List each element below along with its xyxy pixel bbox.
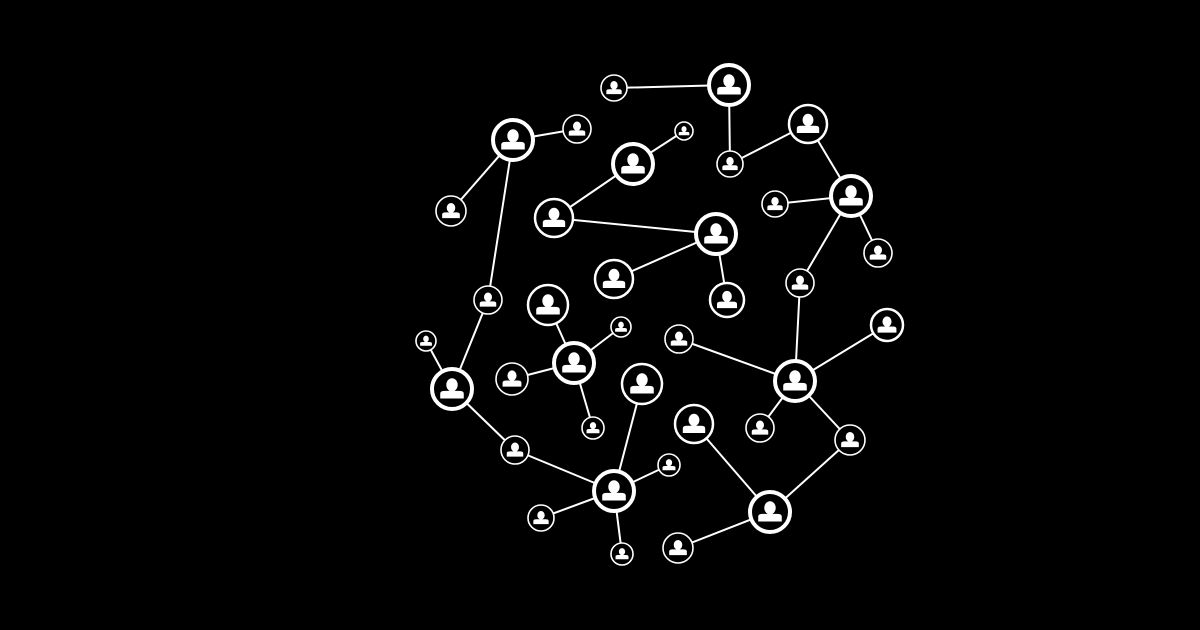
user-node <box>581 416 605 440</box>
user-node <box>745 413 775 443</box>
user-node <box>473 285 503 315</box>
user-node <box>500 435 530 465</box>
user-avatar-icon <box>602 268 626 289</box>
user-avatar-icon <box>442 202 460 219</box>
user-avatar-icon <box>602 480 626 501</box>
user-avatar-icon <box>767 197 783 211</box>
user-node <box>526 283 570 327</box>
user-node <box>707 63 751 107</box>
user-avatar-icon <box>536 294 560 315</box>
user-node <box>533 197 575 239</box>
user-node <box>863 238 893 268</box>
user-node <box>785 268 815 298</box>
user-node <box>787 103 829 145</box>
user-node <box>495 362 529 396</box>
user-node <box>694 212 738 256</box>
user-node <box>773 359 817 403</box>
user-avatar-icon <box>783 370 807 391</box>
network-edge <box>487 139 514 301</box>
user-avatar-icon <box>877 316 897 333</box>
user-avatar-icon <box>717 74 741 95</box>
user-node <box>593 258 635 300</box>
user-avatar-icon <box>615 321 627 332</box>
network-edge <box>553 217 717 235</box>
user-avatar-icon <box>670 331 688 346</box>
user-node <box>611 142 655 186</box>
user-avatar-icon <box>869 245 887 260</box>
user-node <box>562 114 592 144</box>
user-avatar-icon <box>606 81 622 95</box>
user-avatar-icon <box>669 539 687 556</box>
user-node <box>620 362 664 406</box>
network-edges <box>425 84 888 555</box>
user-avatar-icon <box>533 511 549 525</box>
user-node <box>673 403 715 445</box>
user-avatar-icon <box>722 157 738 171</box>
user-node <box>491 118 535 162</box>
user-avatar-icon <box>479 292 497 307</box>
user-avatar-icon <box>839 185 863 206</box>
user-avatar-icon <box>562 352 586 373</box>
user-avatar-icon <box>621 153 645 174</box>
user-node <box>430 367 474 411</box>
network-nodes <box>415 63 905 566</box>
user-node <box>610 542 634 566</box>
user-avatar-icon <box>704 223 728 244</box>
user-avatar-icon <box>586 422 600 434</box>
user-node <box>829 174 873 218</box>
user-avatar-icon <box>440 378 464 399</box>
user-node <box>869 307 905 343</box>
user-node <box>761 190 789 218</box>
user-node <box>662 532 694 564</box>
user-avatar-icon <box>615 548 629 560</box>
user-node <box>708 281 746 319</box>
user-avatar-icon <box>506 442 524 457</box>
user-node <box>600 74 628 102</box>
user-avatar-icon <box>502 370 522 387</box>
user-node <box>716 150 744 178</box>
user-node <box>415 330 437 352</box>
user-node <box>674 121 694 141</box>
user-avatar-icon <box>662 459 676 471</box>
user-avatar-icon <box>791 275 809 290</box>
user-avatar-icon <box>568 121 586 136</box>
user-node <box>527 504 555 532</box>
user-avatar-icon <box>420 335 432 346</box>
user-avatar-icon <box>758 501 782 522</box>
user-node <box>834 424 866 456</box>
user-avatar-icon <box>682 413 706 434</box>
user-node <box>552 341 596 385</box>
user-node <box>664 324 694 354</box>
user-node <box>657 453 681 477</box>
user-avatar-icon <box>501 129 525 150</box>
user-avatar-icon <box>678 126 690 136</box>
user-avatar-icon <box>796 113 820 134</box>
user-avatar-icon <box>630 373 654 394</box>
user-node <box>592 469 636 513</box>
user-node <box>435 195 467 227</box>
user-avatar-icon <box>716 290 738 309</box>
user-avatar-icon <box>542 207 566 228</box>
user-avatar-icon <box>841 431 859 448</box>
user-avatar-icon <box>751 420 769 435</box>
user-node <box>748 490 792 534</box>
user-node <box>610 316 632 338</box>
